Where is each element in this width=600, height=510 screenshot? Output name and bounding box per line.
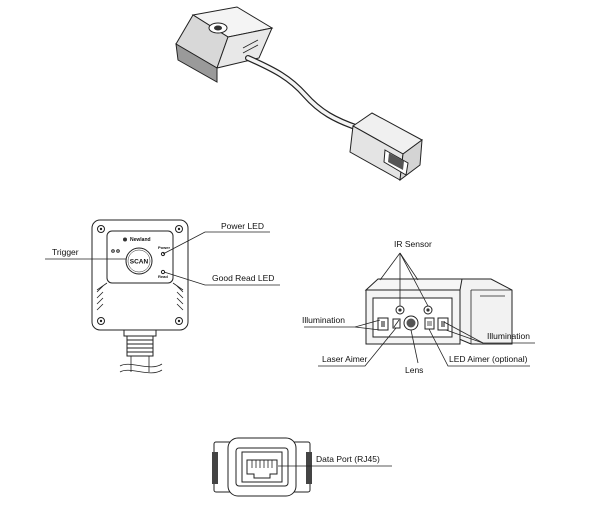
connector-view: Data Port (RJ45): [212, 437, 392, 497]
trigger-label: Trigger: [52, 247, 79, 257]
led-aimer-leader: [428, 328, 530, 367]
lens-leader: [410, 329, 419, 364]
laser-aimer-label: Laser Aimer: [322, 354, 368, 364]
lens-label: Lens: [405, 365, 423, 375]
rj45-connector-3d: [349, 112, 423, 182]
brand-logo: Newland: [130, 237, 151, 243]
scanner-body-3d: [175, 6, 274, 83]
scan-trigger-button[interactable]: [125, 247, 153, 275]
right-vent-slots: [176, 285, 184, 311]
good-read-led-leader: [163, 271, 280, 286]
scan-window-view: IR Sensor Illumination Illumination Lase…: [302, 239, 535, 375]
scan-button-label: SCAN: [130, 259, 149, 266]
illumination-left-label: Illumination: [302, 315, 345, 325]
left-vent-slots: [96, 285, 104, 311]
good-read-led-mark: Read: [158, 274, 168, 279]
power-led-mark: Power: [158, 245, 170, 250]
illumination-right-label: Illumination: [487, 331, 530, 341]
isometric-device-view: [175, 6, 423, 182]
front-view: Newland SCAN Power Read: [45, 219, 280, 374]
strain-relief: [123, 329, 157, 337]
power-led-leader: [162, 231, 270, 255]
power-led-label: Power LED: [221, 221, 264, 231]
laser-aimer-leader: [318, 327, 397, 367]
data-port-label: Data Port (RJ45): [316, 454, 380, 464]
led-aimer-label: LED Aimer (optional): [449, 354, 528, 364]
ir-sensor-label: IR Sensor: [394, 239, 432, 249]
good-read-led-label: Good Read LED: [212, 273, 274, 283]
